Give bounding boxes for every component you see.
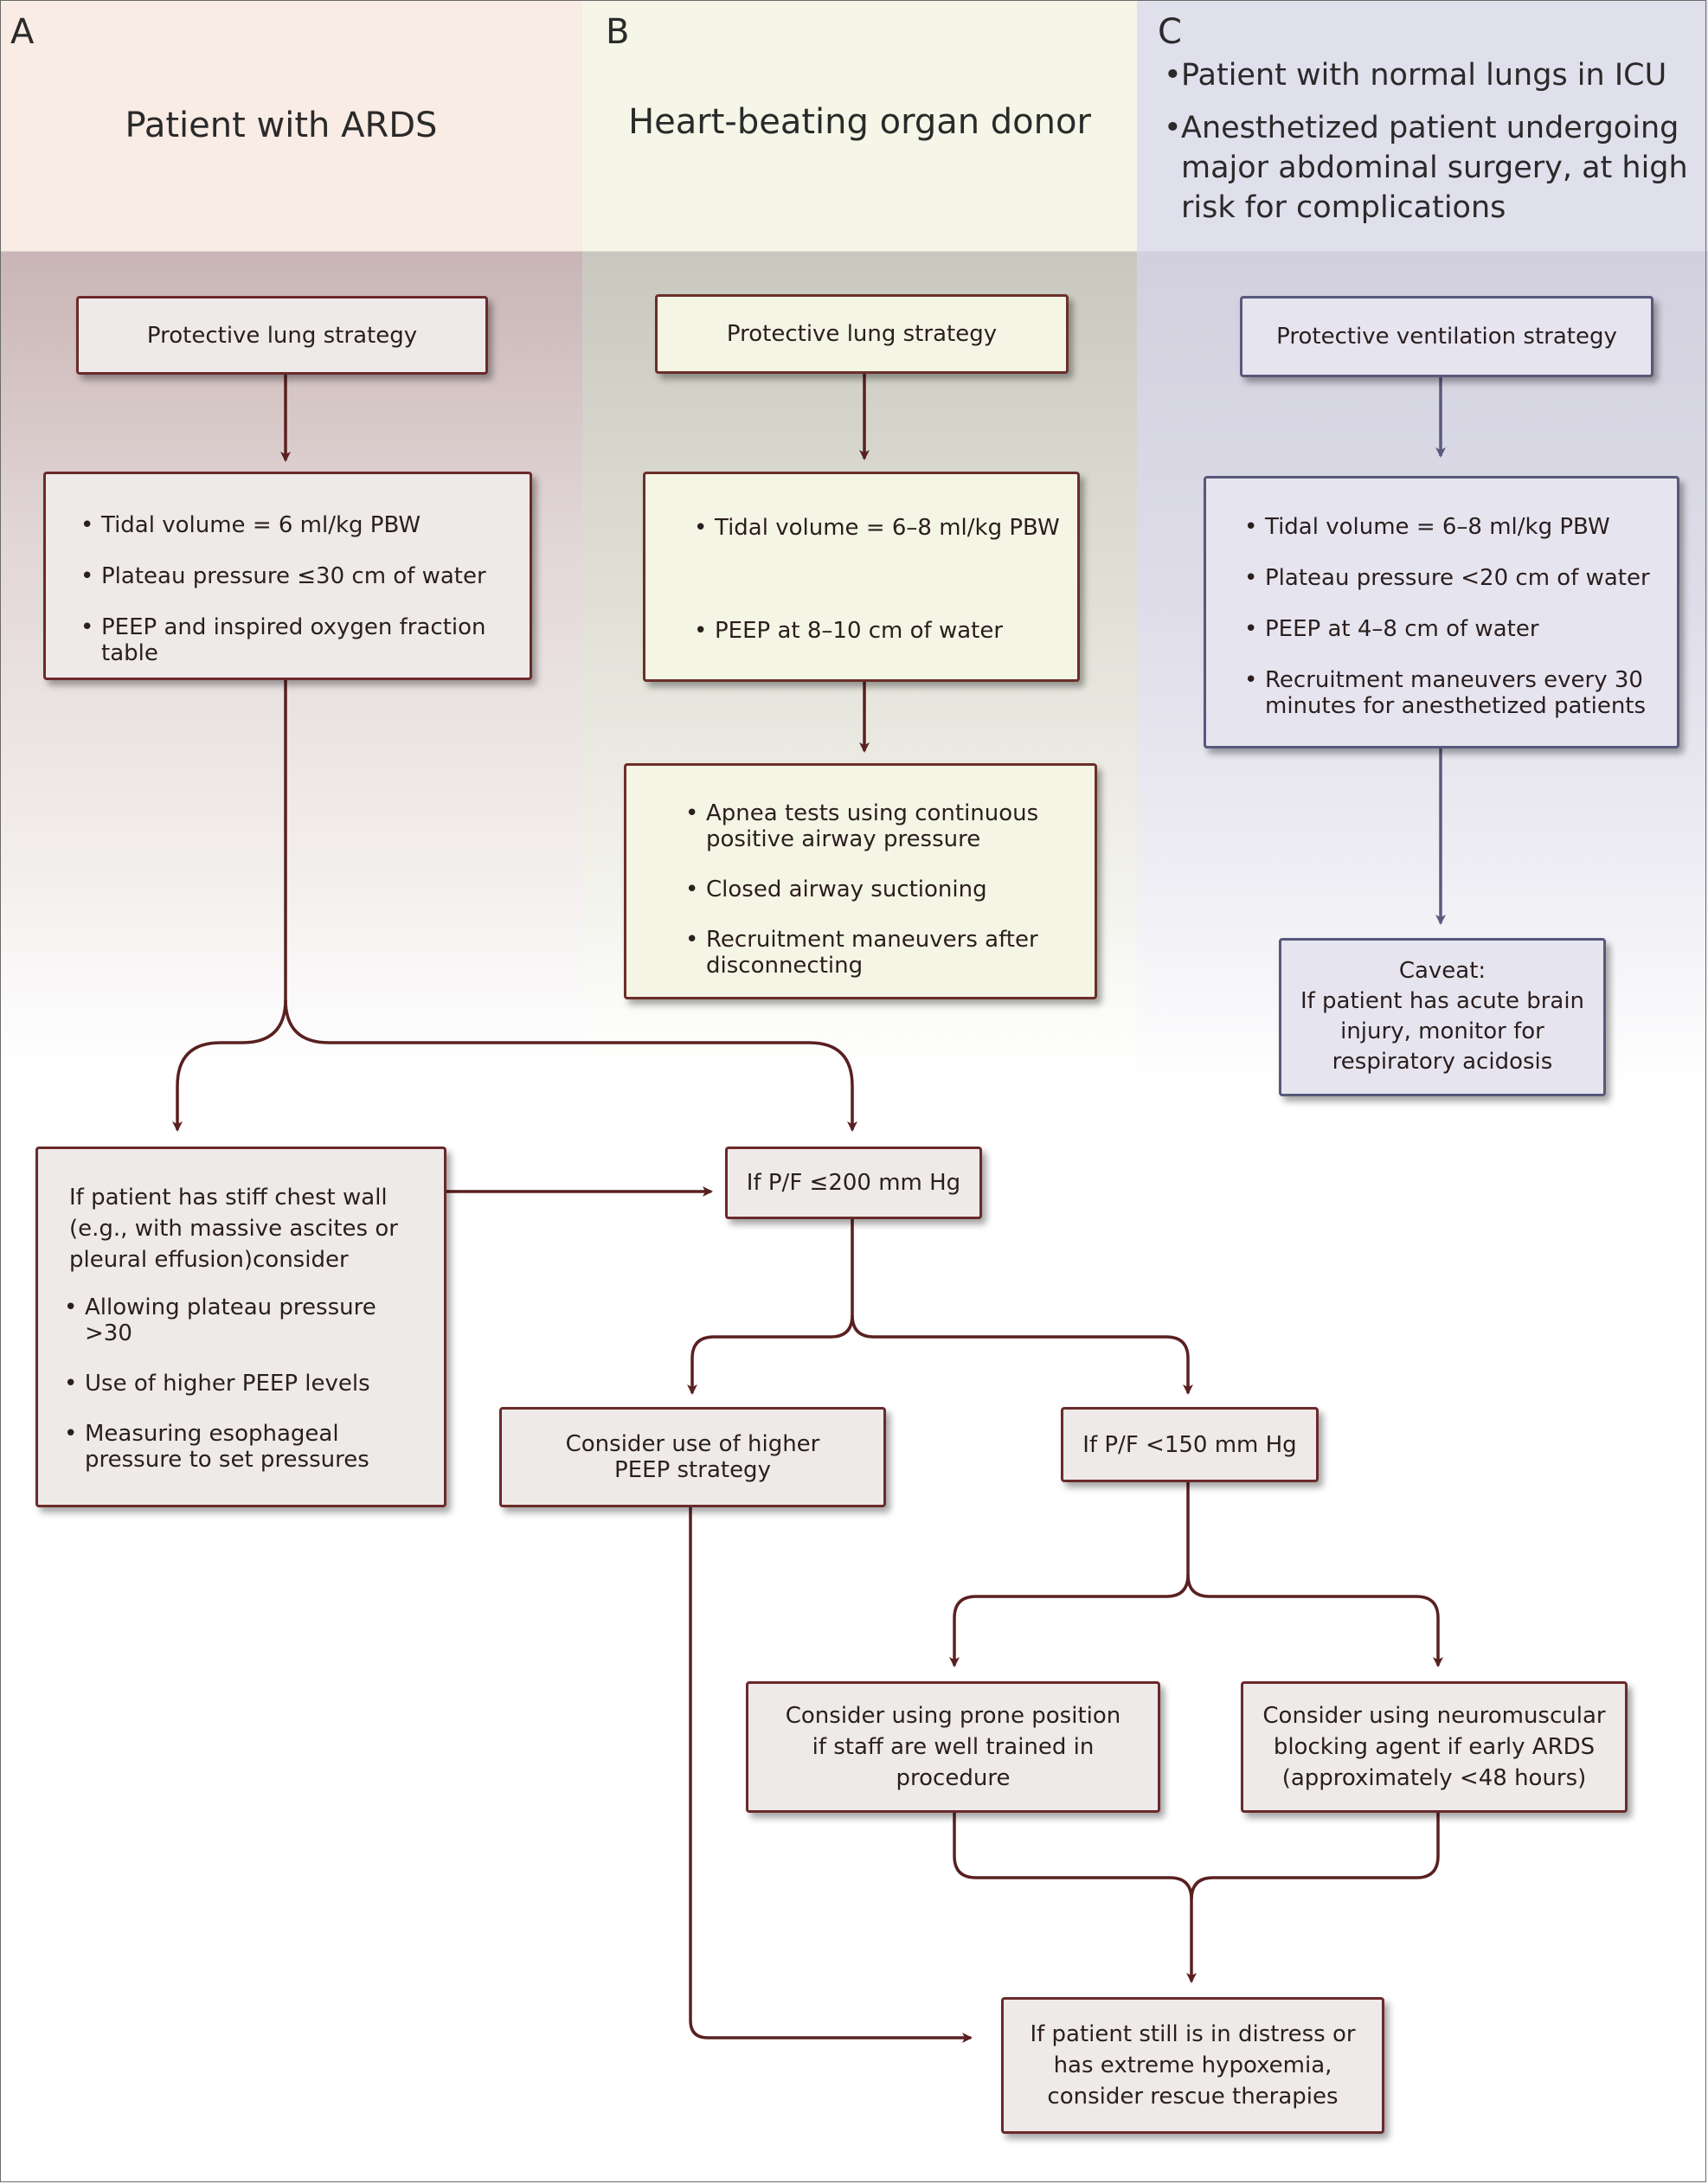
arrow-pf200-split-right	[851, 1314, 1193, 1395]
arrow-pf200-split-left	[687, 1218, 854, 1395]
panel-a-letter: A	[10, 12, 35, 52]
arrow-a-to-stiff	[172, 999, 287, 1132]
c-protective-ventilation-label: Protective ventilation strategy	[1276, 324, 1617, 350]
neuromuscular-blocking-box: Consider using neuromuscular blocking ag…	[1241, 1681, 1628, 1813]
a-protective-strategy-label: Protective lung strategy	[146, 322, 418, 349]
pf-150-label: If P/F <150 mm Hg	[1082, 1431, 1297, 1458]
arrow-pf150-split-left	[949, 1481, 1190, 1667]
b-donor-procedures-box: Apnea tests using continuous positive ai…	[624, 763, 1097, 999]
panel-a-title: Patient with ARDS	[125, 106, 438, 145]
arrow-nmb-merge	[1190, 1813, 1440, 1900]
b-protective-strategy-label: Protective lung strategy	[726, 321, 998, 347]
stiff-chest-wall-item: Allowing plateau pressure >30	[59, 1294, 427, 1346]
rescue-therapies-label: If patient still is in distress or has e…	[1030, 2021, 1356, 2110]
b-donor-item: Closed airway suctioning	[680, 877, 1077, 903]
c-setting-item: PEEP at 4–8 cm of water	[1239, 616, 1660, 642]
panel-c-letter: C	[1158, 12, 1182, 52]
c-protective-ventilation-box: Protective ventilation strategy	[1240, 296, 1653, 377]
b-donor-item: Recruitment maneuvers after disconnectin…	[680, 927, 1077, 979]
a-ventilator-settings-box: Tidal volume = 6 ml/kg PBW Plateau press…	[43, 472, 532, 680]
c-caveat-title: Caveat:	[1398, 958, 1486, 984]
panel-c-populations: •Patient with normal lungs in ICU •Anest…	[1164, 55, 1700, 228]
b-donor-item: Apnea tests using continuous positive ai…	[680, 800, 1077, 852]
b-ventilator-settings-box: Tidal volume = 6–8 ml/kg PBW PEEP at 8–1…	[643, 472, 1080, 682]
rescue-therapies-box: If patient still is in distress or has e…	[1001, 1997, 1384, 2134]
panel-b-title: Heart-beating organ donor	[628, 102, 1091, 142]
pf-200-box: If P/F ≤200 mm Hg	[725, 1147, 982, 1219]
c-caveat-box: Caveat: If patient has acute brain injur…	[1279, 938, 1606, 1096]
panel-b-letter: B	[606, 12, 630, 52]
c-ventilator-settings-box: Tidal volume = 6–8 ml/kg PBW Plateau pre…	[1204, 476, 1679, 748]
stiff-chest-wall-item: Use of higher PEEP levels	[59, 1371, 427, 1397]
arrow-higher-peep-to-rescue	[689, 1507, 973, 2043]
c-setting-item: Recruitment maneuvers every 30 minutes f…	[1239, 667, 1660, 719]
arrow-pf150-split-right	[1186, 1574, 1443, 1667]
panel-c-population-1: •Patient with normal lungs in ICU	[1164, 58, 1667, 93]
c-setting-item: Tidal volume = 6–8 ml/kg PBW	[1239, 514, 1660, 540]
arrow-prone-merge	[953, 1813, 1197, 1983]
b-protective-strategy-box: Protective lung strategy	[655, 294, 1069, 374]
a-setting-item: Tidal volume = 6 ml/kg PBW	[75, 512, 521, 538]
a-setting-item: Plateau pressure ≤30 cm of water	[75, 563, 521, 589]
stiff-chest-wall-box: If patient has stiff chest wall (e.g., w…	[35, 1147, 446, 1507]
b-setting-item: Tidal volume = 6–8 ml/kg PBW	[689, 515, 1069, 541]
pf-150-box: If P/F <150 mm Hg	[1061, 1407, 1319, 1482]
pf-200-label: If P/F ≤200 mm Hg	[746, 1170, 961, 1196]
b-setting-item: PEEP at 8–10 cm of water	[689, 618, 1069, 644]
stiff-chest-wall-intro: If patient has stiff chest wall (e.g., w…	[69, 1185, 398, 1273]
prone-position-box: Consider using prone position if staff a…	[746, 1681, 1160, 1813]
neuromuscular-blocking-label: Consider using neuromuscular blocking ag…	[1262, 1703, 1606, 1791]
stiff-chest-wall-item: Measuring esophageal pressure to set pre…	[59, 1421, 427, 1473]
arrow-a-settings-split	[284, 678, 857, 1132]
higher-peep-label: Consider use of higher PEEP strategy	[565, 1431, 820, 1483]
a-protective-strategy-box: Protective lung strategy	[76, 296, 488, 375]
a-setting-item: PEEP and inspired oxygen fraction table	[75, 614, 521, 666]
panel-c-population-2: •Anesthetized patient undergoing major a…	[1164, 111, 1688, 225]
higher-peep-box: Consider use of higher PEEP strategy	[499, 1407, 886, 1507]
c-setting-item: Plateau pressure <20 cm of water	[1239, 565, 1660, 591]
c-caveat-text: If patient has acute brain injury, monit…	[1300, 988, 1585, 1075]
prone-position-label: Consider using prone position if staff a…	[785, 1703, 1121, 1791]
